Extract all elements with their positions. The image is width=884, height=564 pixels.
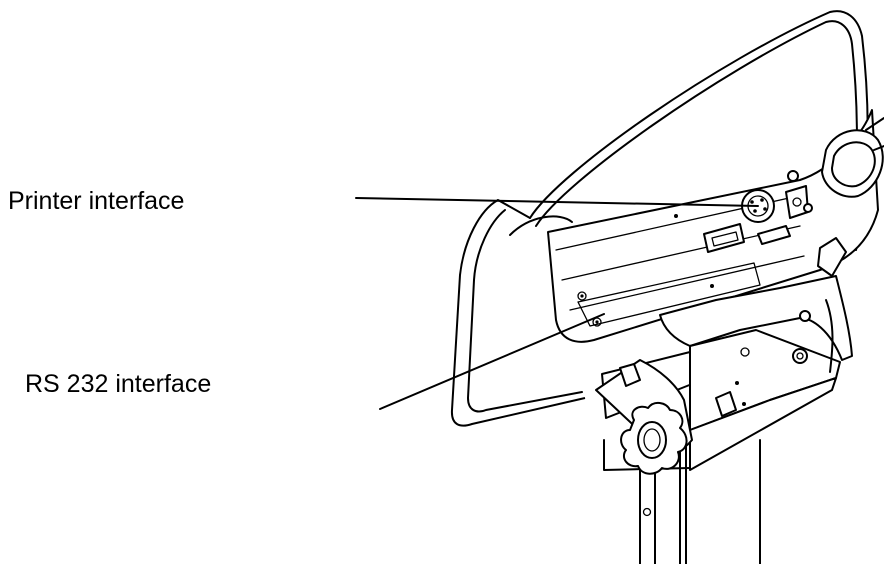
rs232-interface-label: RS 232 interface	[25, 370, 212, 398]
cable-gland	[821, 117, 884, 198]
printer-interface-label: Printer interface	[8, 187, 185, 215]
support-column	[639, 439, 761, 564]
callout-leaders	[355, 197, 759, 410]
rear-panel	[547, 109, 879, 343]
clamping-knob	[620, 402, 688, 475]
display-housing	[450, 10, 869, 427]
